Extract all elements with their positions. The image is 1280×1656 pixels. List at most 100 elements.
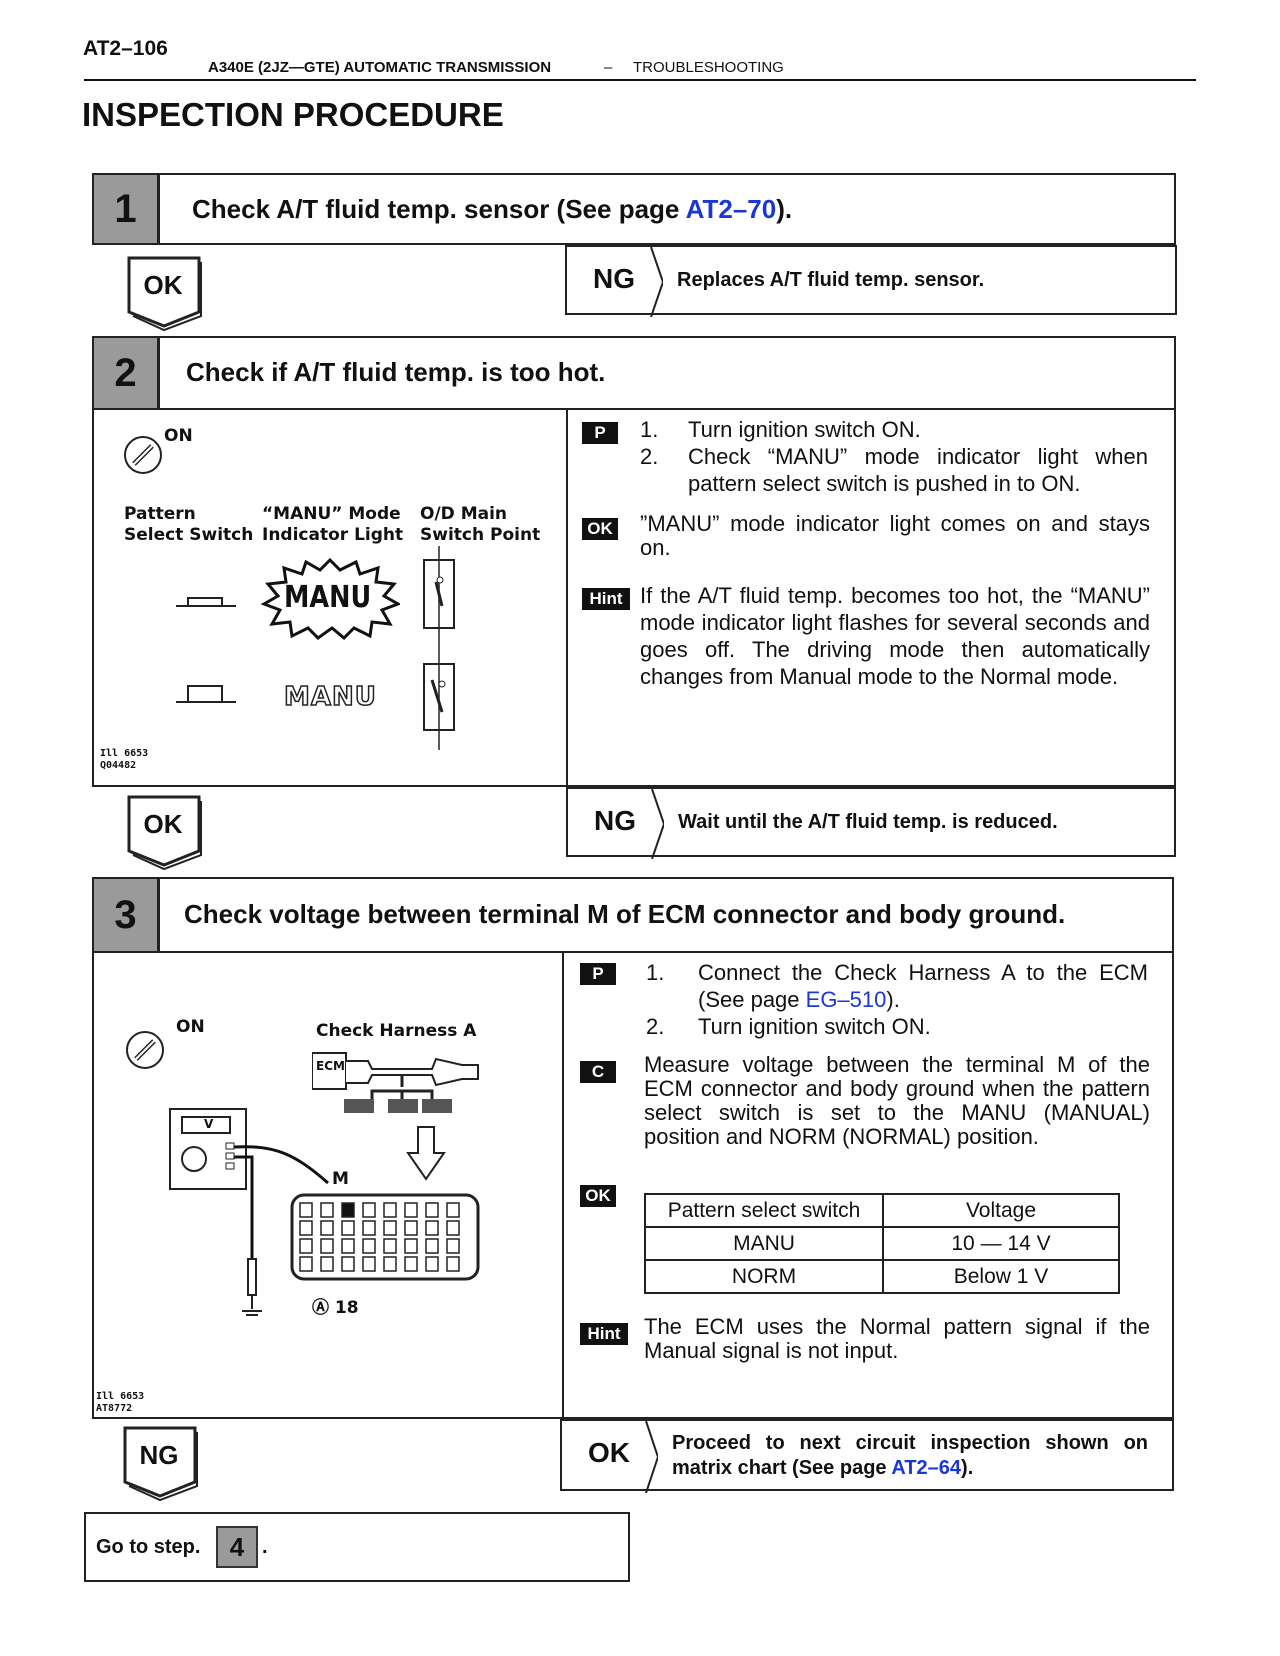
col-pattern-label-1: Pattern: [124, 504, 196, 524]
check-harness-icon: [312, 1052, 479, 1113]
step1-ng-box: NG Replaces A/T fluid temp. sensor.: [565, 245, 1177, 317]
figure-code-1: Ill 6653: [96, 1391, 145, 1402]
step1-number: 1: [94, 175, 160, 243]
step1-ng-tag: NG: [567, 247, 663, 317]
step2-proc-num-1: 1.: [640, 417, 659, 442]
page-title: INSPECTION PROCEDURE: [82, 96, 504, 133]
step2-proc-num-2: 2.: [640, 444, 659, 469]
od-switch-off-icon: [423, 650, 455, 750]
step2-ng-box: NG Wait until the A/T fluid temp. is red…: [566, 787, 1176, 859]
table-cell: 10 — 14 V: [882, 1226, 1120, 1261]
step2-proc-text-2: Check “MANU” mode indicator light when p…: [688, 444, 1148, 496]
page-number: AT2–106: [83, 37, 168, 60]
goto-step-badge[interactable]: 4: [216, 1526, 258, 1568]
table-header-row: Pattern select switch Voltage: [644, 1193, 1120, 1228]
meter-v-label: V: [204, 1117, 214, 1131]
step1-page-link[interactable]: AT2–70: [685, 194, 777, 224]
col-manu-label-1: “MANU” Mode: [262, 504, 401, 524]
step1-title: Check A/T fluid temp. sensor (See page A…: [192, 194, 793, 224]
step3-hint-text: The ECM uses the Normal pattern signal i…: [644, 1314, 1150, 1363]
down-arrow-icon: [406, 1126, 446, 1181]
col-manu-label-2: Indicator Light: [262, 525, 404, 545]
step1-box: 1 Check A/T fluid temp. sensor (See page…: [92, 173, 1176, 245]
step3-ok-text: Proceed to next circuit inspection shown…: [672, 1432, 1148, 1479]
probe-leads-icon: [234, 1145, 329, 1316]
manu-lit-label: MANU: [284, 580, 372, 615]
table-header: Voltage: [882, 1193, 1120, 1228]
step3-box: 3 Check voltage between terminal M of EC…: [92, 877, 1174, 1419]
table-cell: MANU: [644, 1226, 884, 1261]
step1-ok-badge: OK: [127, 256, 203, 332]
figure-code-2: Q04482: [100, 760, 137, 771]
step3-ng-badge: NG: [123, 1426, 199, 1502]
step2-box: 2 Check if A/T fluid temp. is too hot. O…: [92, 336, 1176, 787]
figure-code-1: Ill 6653: [100, 748, 149, 759]
figure-code-2: AT8772: [96, 1403, 133, 1414]
ignition-key-icon: [126, 1031, 164, 1069]
step3-number: 3: [94, 879, 160, 951]
step3-p-tag: P: [580, 963, 616, 985]
ignition-key-icon: [124, 436, 162, 474]
step2-figure: ON Pattern Select Switch “MANU” Mode Ind…: [94, 410, 566, 785]
step3-proc-num-1: 1.: [646, 960, 665, 985]
step2-col-divider: [566, 410, 568, 785]
step3-ok-box: OK Proceed to next circuit inspection sh…: [560, 1419, 1174, 1493]
step3-title-divider: [94, 951, 1172, 953]
table-cell: NORM: [644, 1259, 884, 1294]
manu-light-burst-icon: [260, 558, 400, 640]
voltage-table: Pattern select switch Voltage MANU 10 — …: [644, 1193, 1120, 1294]
col-od-label-2: Switch Point: [420, 525, 541, 545]
switch-released-icon: [176, 685, 236, 703]
step2-proc-text-1: Turn ignition switch ON.: [688, 417, 921, 442]
step3-proc-text-1: Connect the Check Harness A to the ECM (…: [698, 960, 1148, 1012]
goto-period: .: [262, 1536, 268, 1558]
step3-ok-tag: OK: [580, 1185, 616, 1207]
step3-ok-result-tag: OK: [562, 1421, 658, 1493]
table-cell: Below 1 V: [882, 1259, 1120, 1294]
step2-title-divider: [94, 408, 1174, 410]
step3-at264-link[interactable]: AT2–64: [891, 1457, 962, 1479]
step2-ng-text: Wait until the A/T fluid temp. is reduce…: [678, 811, 1058, 833]
step3-c-tag: C: [580, 1061, 616, 1083]
step2-number: 2: [94, 338, 160, 408]
table-header: Pattern select switch: [644, 1193, 884, 1228]
col-pattern-label-2: Select Switch: [124, 525, 254, 545]
switch-pressed-icon: [176, 597, 236, 607]
step3-proc-text-2: Turn ignition switch ON.: [698, 1014, 931, 1039]
goto-box: Go to step. 4 .: [84, 1512, 630, 1582]
manu-unlit-label: MANU: [283, 681, 377, 713]
section-title: A340E (2JZ—GTE) AUTOMATIC TRANSMISSION: [208, 59, 552, 76]
section-subtitle: TROUBLESHOOTING: [633, 59, 784, 76]
col-od-label-1: O/D Main: [420, 504, 508, 524]
ecm-label: ECM: [316, 1059, 345, 1073]
step2-ok-tag: OK: [582, 518, 618, 540]
step1-ng-text: Replaces A/T fluid temp. sensor.: [677, 269, 985, 291]
step3-figure: ON Check Harness A ECM V M Ⓐ 18 Ill 6653…: [94, 953, 562, 1417]
header-rule: [84, 79, 1196, 81]
on-label: ON: [164, 426, 193, 446]
step3-c-text: Measure voltage between the terminal M o…: [644, 1052, 1150, 1149]
table-row: NORM Below 1 V: [644, 1259, 1120, 1294]
step3-proc-num-2: 2.: [646, 1014, 665, 1039]
section-separator: –: [604, 59, 613, 76]
step3-eg510-link[interactable]: EG–510: [805, 987, 887, 1012]
table-row: MANU 10 — 14 V: [644, 1226, 1120, 1261]
step3-col-divider: [562, 953, 564, 1417]
step3-title: Check voltage between terminal M of ECM …: [184, 899, 1066, 929]
step2-title: Check if A/T fluid temp. is too hot.: [186, 357, 606, 387]
voltmeter-icon: [169, 1108, 247, 1190]
terminal-m-label: M: [332, 1169, 349, 1189]
step2-ok-badge: OK: [127, 795, 203, 871]
step2-hint-text: If the A/T fluid temp. becomes too hot, …: [640, 583, 1150, 689]
connector-label: Ⓐ 18: [312, 1298, 359, 1318]
step2-hint-tag: Hint: [582, 588, 630, 610]
step2-ng-tag: NG: [568, 789, 664, 859]
ecm-connector-icon: [290, 1193, 480, 1281]
step2-ok-text: ”MANU” mode indicator light comes on and…: [640, 511, 1150, 560]
harness-label: Check Harness A: [316, 1021, 477, 1041]
step3-hint-tag: Hint: [580, 1323, 628, 1345]
on-label: ON: [176, 1017, 205, 1037]
step2-p-tag: P: [582, 422, 618, 444]
od-switch-on-icon: [423, 546, 455, 650]
goto-text: Go to step.: [96, 1536, 201, 1558]
